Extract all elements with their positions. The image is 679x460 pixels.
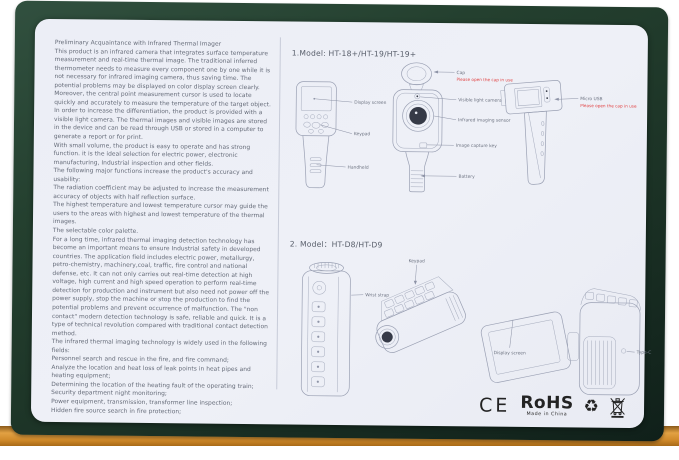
label-battery: Battery bbox=[458, 174, 475, 180]
label-cap: Cap bbox=[457, 70, 466, 76]
label-keypad-2: Keypad bbox=[409, 258, 425, 264]
manual-text-column: Preliminary Acquaintance with Infrared T… bbox=[51, 39, 274, 417]
model1-diagram: Display screen Keypad Handheld bbox=[295, 62, 637, 193]
label-capture-key: Image capture key bbox=[456, 143, 497, 149]
label-visible-camera: Visible light camera bbox=[458, 97, 502, 103]
device-tilted-view bbox=[375, 276, 466, 353]
label-display-screen-2: Display screen bbox=[494, 350, 526, 356]
label-micro-usb: Micro USB bbox=[580, 96, 602, 102]
manual-paragraph: The highest temperature and lowest tempe… bbox=[52, 202, 268, 226]
label-display-screen: Display screen bbox=[354, 100, 386, 106]
model2-diagram: Wrist strap bbox=[300, 258, 651, 397]
box-lid: Preliminary Acquaintance with Infrared T… bbox=[10, 0, 669, 442]
device-back-view bbox=[295, 81, 337, 189]
recycle-icon: ♻ bbox=[583, 396, 599, 417]
label-type-c: Type-C bbox=[636, 350, 652, 356]
device-front-view bbox=[392, 62, 443, 193]
section2-title: 2. Model：HT-D8/HT-D9 bbox=[289, 239, 383, 250]
label-keypad: Keypad bbox=[354, 131, 370, 137]
manual-paragraphs: This product is an infrared camera that … bbox=[51, 48, 274, 418]
label-handheld: Handheld bbox=[348, 165, 369, 171]
made-in-china-text: Made in China bbox=[526, 411, 568, 418]
certification-marks: CE RoHS Made in China ♻ bbox=[478, 392, 626, 419]
rohs-mark: RoHS Made in China bbox=[520, 392, 574, 418]
ce-mark: CE bbox=[478, 394, 511, 418]
rohs-text: RoHS bbox=[520, 392, 574, 414]
label-ir-sensor: Infrared imaging sensor bbox=[458, 117, 511, 124]
section1-title: 1.Model: HT-18+/HT-19/HT-19+ bbox=[291, 48, 417, 59]
manual-paragraph: Analyze the location and heat loss of le… bbox=[51, 364, 251, 380]
manual-page: Preliminary Acquaintance with Infrared T… bbox=[30, 18, 651, 429]
device-side-view bbox=[500, 79, 563, 185]
manual-paragraph: Hidden fire source search in fire protec… bbox=[50, 407, 182, 415]
label-cap-warning: Please open the cap in use bbox=[456, 77, 513, 83]
manual-paragraph: This product is an infrared camera that … bbox=[54, 48, 271, 109]
manual-paragraph: In order to increase the differentiation… bbox=[53, 108, 268, 141]
column-divider bbox=[276, 37, 281, 390]
manual-paragraph: For a long time, infrared thermal imagin… bbox=[51, 236, 270, 337]
device-vertical-view bbox=[300, 262, 351, 397]
manual-paragraph: With small volume, the product is easy t… bbox=[53, 142, 251, 168]
label-wrist-strap: Wrist strap bbox=[365, 292, 389, 298]
device-flipscreen-view bbox=[480, 288, 641, 396]
label-usb-warning: Please open the cap in use bbox=[580, 103, 637, 109]
weee-bin-icon bbox=[609, 398, 625, 419]
